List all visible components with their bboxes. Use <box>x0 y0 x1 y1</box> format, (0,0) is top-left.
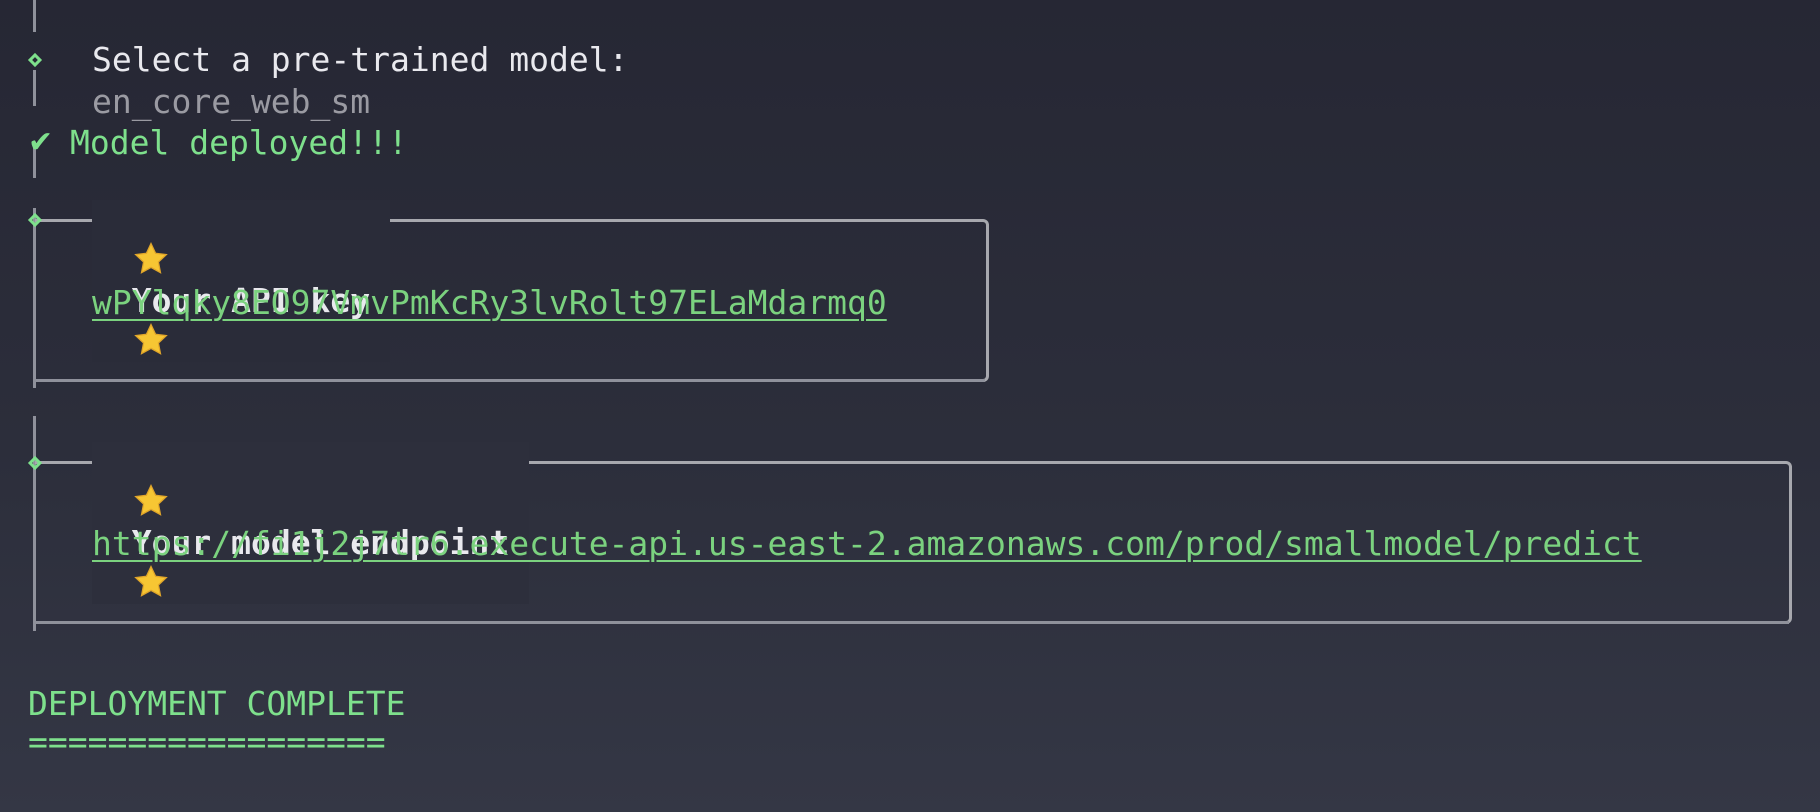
api-key-title-text: Your API key <box>131 281 371 320</box>
gutter-line <box>33 0 36 32</box>
api-key-title: Your API key <box>92 200 391 362</box>
prompt-answer: en_core_web_sm <box>92 82 371 121</box>
prompt-diamond-icon <box>27 52 43 68</box>
gutter-line <box>33 416 36 631</box>
status-message: Model deployed!!! <box>70 123 408 162</box>
gutter-line <box>33 142 36 178</box>
check-mark-icon: ✔ <box>28 125 54 160</box>
deployment-complete-underline: ================== <box>28 722 386 761</box>
endpoint-value[interactable]: https://fi1j2j7tr6.execute-api.us-east-2… <box>92 524 1642 563</box>
star-icon <box>132 321 170 359</box>
deployment-complete-title: DEPLOYMENT COMPLETE <box>28 684 406 723</box>
endpoint-title: Your model endpoint <box>92 442 530 604</box>
endpoint-title-text: Your model endpoint <box>131 523 510 562</box>
gutter-line <box>33 208 36 388</box>
gutter-line <box>33 70 36 106</box>
star-icon <box>132 240 170 278</box>
api-key-value[interactable]: wPYlqky8EO97VmvPmKcRy3lvRolt97ELaMdarmq0 <box>92 283 887 322</box>
star-icon <box>132 482 170 520</box>
endpoint-box-bottom <box>33 621 1789 624</box>
api-key-box-bottom <box>33 379 985 382</box>
prompt-question: Select a pre-trained model: <box>92 40 629 79</box>
star-icon <box>132 563 170 601</box>
